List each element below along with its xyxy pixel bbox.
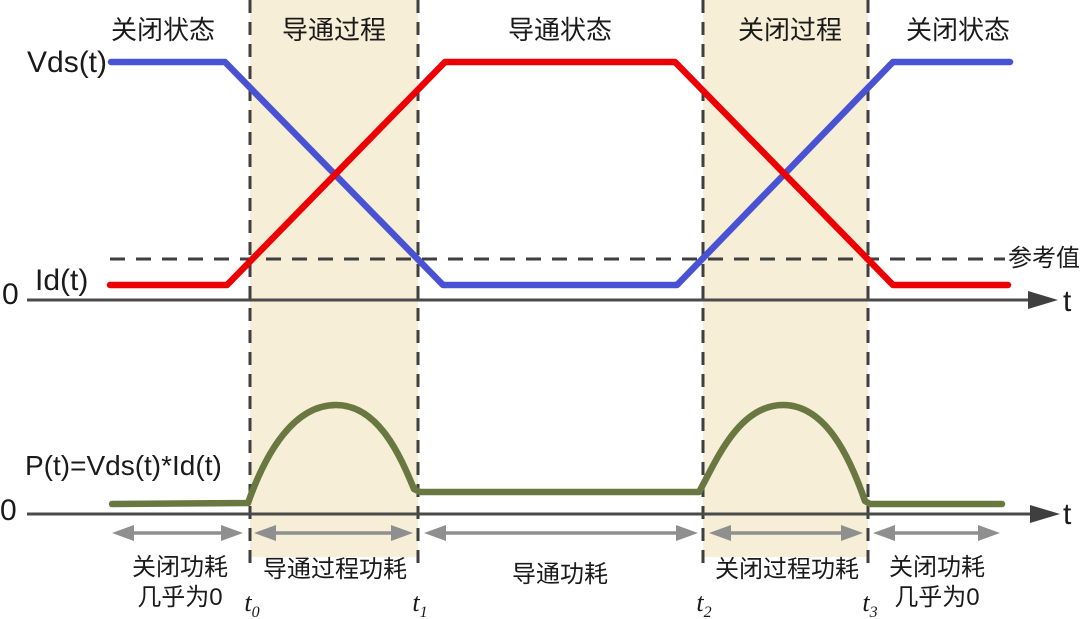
turn-on-loss-label: 导通过程功耗 [263,556,407,583]
range-arrow-head-right [978,525,1000,541]
phase-band [703,0,868,557]
off-loss-right-line1: 关闭功耗 [889,554,985,581]
t-axis-label-top: t [1063,285,1072,318]
range-arrow-head-left [112,525,134,541]
id-curve [106,58,1012,289]
zone-label-off-left: 关闭状态 [110,15,216,45]
t-axis-label-bottom: t [1063,498,1072,531]
time-label-t1: t1 [412,588,428,619]
range-arrow-head-right [841,525,863,541]
range-arrow-group [112,525,1000,541]
off-loss-right-label: 关闭功耗 几乎为0 [889,553,985,613]
range-arrow-head-left [254,525,276,541]
time-axis-arrowhead-bottom [1030,505,1060,523]
range-arrow-head-right [676,525,698,541]
id-label: Id(t) [35,264,89,297]
turn-off-loss-label: 关闭过程功耗 [715,556,859,583]
off-loss-right-line2: 几乎为0 [894,584,980,611]
phase-band-group [250,0,868,557]
vds-label: Vds(t) [27,46,108,79]
zone-label-turn-off: 关闭过程 [737,15,843,45]
time-label-t0: t0 [244,588,260,619]
curve-group [106,58,1014,508]
zone-label-off-right: 关闭状态 [905,15,1011,45]
time-axis-arrowhead-top [1028,291,1058,309]
vds-curve [107,58,1014,289]
axis-group [27,291,1060,523]
zone-label-on-state: 导通状态 [507,15,613,45]
conduction-loss-label: 导通功耗 [512,561,608,588]
off-loss-left-line2: 几乎为0 [137,584,223,611]
zone-label-turn-on: 导通过程 [281,15,387,45]
range-arrow-head-left [709,525,731,541]
range-arrow-head-right [391,525,413,541]
range-arrow-head-left [873,525,895,541]
time-label-t3: t3 [862,588,878,619]
off-loss-left-line1: 关闭功耗 [132,554,228,581]
range-arrow-head-left [424,525,446,541]
phase-band [250,0,418,557]
zero-label-top: 0 [2,278,19,311]
range-arrow-head-right [221,525,243,541]
power-curve [108,401,1006,508]
off-loss-left-label: 关闭功耗 几乎为0 [132,553,228,613]
time-label-t2: t2 [696,588,712,619]
reference-value-label: 参考值 [1008,245,1080,272]
zero-label-bottom: 0 [0,494,17,527]
power-formula-label: P(t)=Vds(t)*Id(t) [25,450,222,481]
